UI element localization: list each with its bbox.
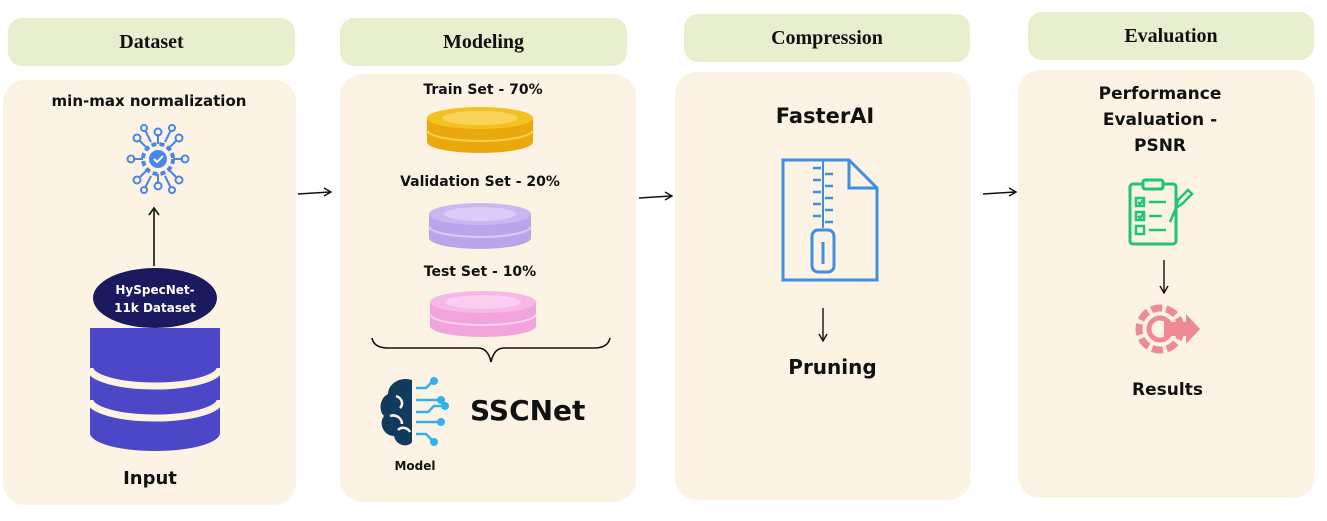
train-set-label: Train Set - 70% [423,82,543,98]
fasterai-label: FasterAI [775,104,875,128]
validation-set-label: Validation Set - 20% [400,174,560,190]
curly-brace-icon [371,337,611,363]
coin-stack-icon [428,203,532,249]
arrow-icon [818,308,828,343]
pruning-label: Pruning [788,355,877,379]
gear-network-icon [126,124,190,194]
results-icon [1135,304,1200,354]
metric-line3: PSNR [1133,136,1187,156]
header-evaluation: Evaluation [1028,12,1314,60]
database-icon [86,268,224,451]
model-name: SSCNet [470,394,586,427]
metric-line1: Performance [1098,84,1222,104]
header-modeling: Modeling [340,18,627,66]
arrow-icon [148,206,160,266]
input-label: Input [123,468,177,489]
coin-stack-icon [426,107,534,153]
header-compression: Compression [684,14,970,62]
arrow-icon [982,187,1018,197]
database-label-line2: 11k Dataset [114,301,196,315]
test-set-label: Test Set - 10% [423,264,537,280]
zip-file-icon [781,158,879,282]
header-dataset-label: Dataset [119,30,184,53]
brain-circuit-icon [380,377,449,446]
header-compression-label: Compression [771,26,883,49]
model-caption: Model [394,459,436,473]
coin-stack-icon [429,291,537,337]
checklist-icon [1128,178,1194,246]
panel-compression [675,72,971,500]
metric-line2: Evaluation - [1102,110,1218,130]
header-modeling-label: Modeling [442,30,525,53]
database-label-line1: HySpecNet- [115,283,195,297]
panel-evaluation [1018,70,1315,498]
arrow-icon [297,187,333,197]
results-label: Results [1132,380,1203,400]
header-dataset: Dataset [8,18,295,66]
normalization-label: min-max normalization [51,92,247,110]
arrow-icon [1159,260,1169,295]
header-evaluation-label: Evaluation [1124,24,1218,47]
arrow-icon [638,191,674,201]
